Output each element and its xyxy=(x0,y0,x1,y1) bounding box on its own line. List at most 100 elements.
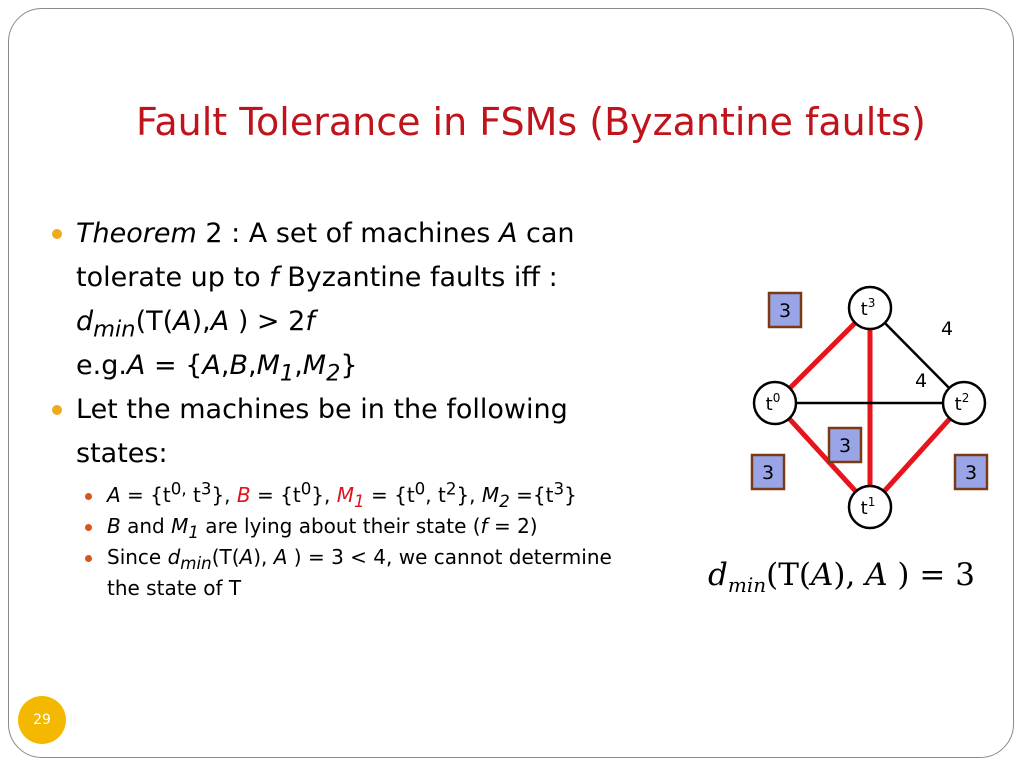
theorem-f: f xyxy=(269,262,279,293)
cond-set-a: A xyxy=(173,306,192,337)
edge-weight-label: 3 xyxy=(762,462,774,484)
formula-text: ) = 3 xyxy=(887,557,975,593)
sub-bullet-lying: B and M1 are lying about their state (f … xyxy=(52,511,692,542)
since-set: A xyxy=(273,545,288,569)
slide-body: Theorem 2 : A set of machines A can tole… xyxy=(52,212,692,604)
lying-m1: M xyxy=(171,514,189,538)
state-text: , t xyxy=(425,483,446,507)
state-node-label: t3 xyxy=(861,296,876,320)
slide-frame xyxy=(8,8,1014,758)
state-sup: 0 xyxy=(414,479,426,499)
formula-text: (T( xyxy=(766,557,811,593)
weight-box xyxy=(953,453,989,491)
formula-text: ), xyxy=(833,557,866,593)
eg-close: } xyxy=(340,350,358,381)
eg-b: B xyxy=(229,350,248,381)
edge-weight-label: 3 xyxy=(839,435,851,457)
sub-bullet-since: Since dmin(T(A), A ) = 3 < 4, we cannot … xyxy=(52,542,692,604)
formula-set: A xyxy=(865,557,888,593)
theorem-line2-b: Byzantine faults iff : xyxy=(278,262,558,293)
dmin-formula: dmin(T(A), A ) = 3 xyxy=(708,550,1008,600)
bullet-dot-icon xyxy=(52,405,62,415)
bullet2-line2: states: xyxy=(76,438,168,469)
state-text: } xyxy=(564,483,577,507)
state-sup: 3 xyxy=(200,479,212,499)
lying-b: B xyxy=(107,514,121,538)
cond-set-b: A xyxy=(210,306,230,337)
state-sup: 3 xyxy=(553,479,565,499)
state-m2: M xyxy=(481,483,500,507)
weight-box xyxy=(827,426,863,464)
sub-bullet-states: A = {t0, t3}, B = {t0}, M1 = {t0, t2}, M… xyxy=(52,480,692,511)
eg-m2-sub: 2 xyxy=(326,360,341,387)
state-b: B xyxy=(236,483,251,507)
state-a: A xyxy=(107,483,121,507)
since-text: (T( xyxy=(211,545,240,569)
formula-d: d xyxy=(708,557,728,593)
state-text: = {t xyxy=(120,483,171,507)
theorem-label: Theorem xyxy=(76,218,197,249)
page-number: 29 xyxy=(18,696,66,744)
state-text: }, xyxy=(311,483,337,507)
state-text: = {t xyxy=(250,483,301,507)
state-node-label: t2 xyxy=(955,391,970,415)
state-node-label: t0 xyxy=(766,391,781,415)
weight-box xyxy=(750,453,786,491)
lying-text: = 2) xyxy=(487,514,538,538)
cond-comma: ), xyxy=(191,306,211,337)
dmin-d: d xyxy=(76,306,94,337)
formula-set: A xyxy=(810,557,834,593)
edge-weight-label: 4 xyxy=(941,318,953,340)
edge-weight-label: 3 xyxy=(779,300,791,322)
state-sub: 1 xyxy=(354,492,365,511)
since-text: ) = 3 < 4, we cannot determine xyxy=(287,545,612,569)
eg-m2: M xyxy=(302,350,327,381)
edge-t3-t2 xyxy=(883,322,951,389)
theorem-line1-end: can xyxy=(517,218,575,249)
cond-end: ) > 2 xyxy=(229,306,306,337)
edge-weight-label: 3 xyxy=(965,462,977,484)
state-sup: 0, xyxy=(170,479,187,499)
theorem-number: 2 : A set of machines xyxy=(196,218,499,249)
eg-m1: M xyxy=(256,350,280,381)
theorem-line2-a: tolerate up to xyxy=(76,262,270,293)
bullet2-line1: Let the machines be in the following xyxy=(76,394,568,425)
lying-f: f xyxy=(480,514,488,538)
lying-text: are lying about their state ( xyxy=(198,514,481,538)
eg-set: A xyxy=(126,350,146,381)
cond-f: f xyxy=(305,306,315,337)
sub-bullet-dot-icon xyxy=(85,524,92,531)
slide-title: Fault Tolerance in FSMs (Byzantine fault… xyxy=(136,100,926,144)
state-text: t xyxy=(186,483,201,507)
eg-a: A xyxy=(202,350,221,381)
weight-box xyxy=(767,291,803,329)
bullet-states: Let the machines be in the following sta… xyxy=(52,388,692,476)
edge-t0-t1 xyxy=(787,416,858,494)
state-sub: 2 xyxy=(499,492,510,511)
state-node-t0 xyxy=(752,380,798,426)
lying-sub: 1 xyxy=(188,523,199,542)
eg-comma: , xyxy=(247,350,257,381)
since-d: d xyxy=(167,545,181,569)
state-node-t2 xyxy=(941,380,987,426)
since-text: Since xyxy=(107,545,168,569)
state-m1: M xyxy=(336,483,355,507)
state-sup: 2 xyxy=(445,479,457,499)
eg-eq: = { xyxy=(145,350,203,381)
edge-t1-t2 xyxy=(882,416,952,494)
eg-label: e.g. xyxy=(76,350,127,381)
edge-weight-label: 4 xyxy=(915,370,927,392)
state-node-t1 xyxy=(847,484,893,530)
state-sup: 0 xyxy=(300,479,312,499)
dmin-sub: min xyxy=(93,316,136,343)
state-text: }, xyxy=(456,483,482,507)
state-node-t3 xyxy=(847,285,893,331)
bullet-dot-icon xyxy=(52,229,62,239)
lying-text: and xyxy=(120,514,172,538)
state-text: = {t xyxy=(364,483,415,507)
sub-bullet-dot-icon xyxy=(85,493,92,500)
eg-comma: , xyxy=(294,350,303,381)
set-symbol: A xyxy=(498,218,518,249)
